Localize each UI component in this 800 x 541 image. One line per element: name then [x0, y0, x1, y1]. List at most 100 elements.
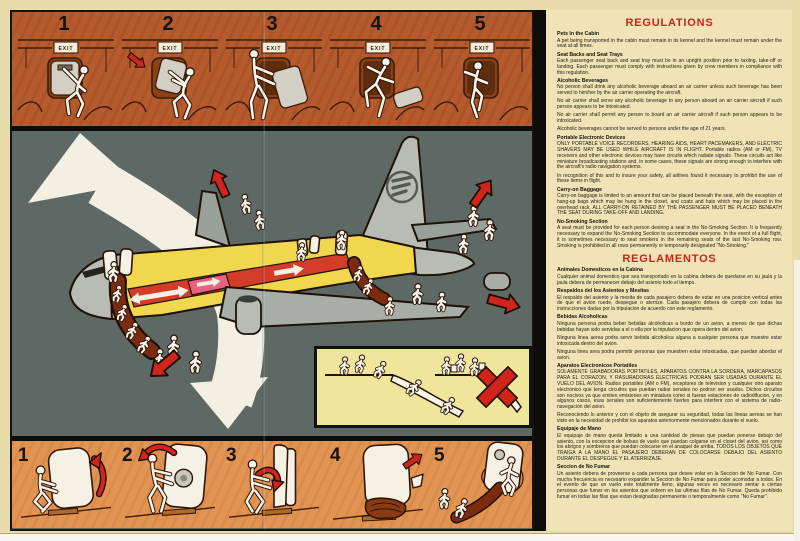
regulations-section-heading: Seat Backs and Seat Trays — [557, 51, 623, 58]
regulations-paragraph: Alcoholic beverages cannot be served to … — [557, 126, 726, 133]
reglamentos-section-heading: Equipaje de Mano — [557, 426, 602, 433]
reglamentos-paragraph: Un asiento debera de proveerse a cada pe… — [557, 470, 782, 501]
engine-inlet — [238, 295, 258, 303]
overwing-step-3-illustration: EXIT — [225, 39, 323, 121]
prohibited-baggage-scene — [435, 352, 522, 414]
prohibited-x-icon — [475, 365, 519, 409]
door-step-1: 1 — [14, 441, 114, 527]
overwing-step-5-illustration: EXIT — [433, 39, 531, 121]
exit-sign-label: EXIT — [370, 46, 385, 52]
reglamentos-paragraph: Ninguna persona podra beber bebidas alco… — [557, 320, 782, 333]
carried-bag — [450, 364, 458, 373]
door-step-4: 4 — [326, 441, 427, 527]
reglamentos-section-heading: Respaldos del los Asientos y Mesitas — [557, 287, 650, 294]
overwing-exit-sequence: 1 EXIT 2 EXIT — [12, 12, 532, 126]
regulations-section-heading: Carry-on Baggage — [557, 186, 602, 193]
step-number: 2 — [122, 445, 133, 466]
passenger-in-doorway-figure — [499, 456, 520, 497]
regulations-paragraph: A pet being transported in the cabin mus… — [557, 37, 782, 50]
reglamentos-paragraph: Ninguna linea aerea podra servir bebida … — [557, 334, 782, 347]
passenger-climbing-out-figure — [462, 61, 490, 120]
regulations-paragraph: No air carrier shall serve any alcoholic… — [557, 98, 782, 111]
reglamentos-section-heading: Aparatos Electronicos Portatiles — [557, 362, 638, 369]
overwing-step-4-illustration: EXIT — [329, 39, 427, 121]
overwing-step-2: 2 EXIT — [118, 13, 219, 124]
overwing-step-4: 4 EXIT — [326, 13, 427, 124]
illustration-panel: 1 EXIT 2 EXIT — [10, 10, 534, 531]
exit-sign-label: EXIT — [162, 46, 177, 52]
reglamentos-section-heading: Animales Domesticos en la Cabina — [557, 267, 643, 274]
reglamentos-paragraph: Ninguna linea area podra permitir person… — [557, 348, 782, 361]
pulling-hand — [410, 473, 424, 489]
seated-passenger-figure — [61, 65, 89, 119]
door-step-3-illustration — [228, 444, 320, 518]
overwing-step-1: 1 EXIT — [14, 13, 115, 124]
step-number: 4 — [330, 445, 341, 466]
reglamentos-section-heading: Seccion de No Fumar — [557, 464, 611, 471]
step-number: 4 — [370, 13, 382, 35]
door-step-2: 2 — [118, 441, 218, 527]
slide-usage-illustration — [325, 352, 522, 418]
reglamentos-paragraph: SOLAMENTE GRABADORAS PORTATILES, APARATO… — [557, 369, 782, 411]
regulations-section-heading: Pets In the Cabin — [557, 31, 600, 37]
regulations-section-heading: No-Smoking Section — [557, 218, 608, 225]
tail-logo-icon — [385, 170, 419, 204]
door-window — [494, 449, 506, 461]
step-number: 1 — [58, 13, 70, 35]
engine — [483, 272, 511, 291]
regulations-paragraph: ONLY PORTABLE VOICE RECORDERS, HEARING A… — [557, 141, 782, 171]
aircraft-evacuation-illustration — [28, 133, 524, 429]
front-door-leaf — [118, 248, 134, 276]
regulations-paragraph: A seat must be provided for each person … — [557, 225, 782, 249]
regulations-paragraph: Each passenger seat back and seat tray m… — [557, 58, 782, 76]
regulations-paragraph: Carry-on baggage is limited to an amount… — [557, 193, 782, 217]
regulations-paragraph: No person shall drink any alcoholic beve… — [557, 84, 782, 97]
regulations-title: REGULATIONS — [625, 17, 714, 29]
helper-figure — [440, 489, 448, 508]
door-step-4-illustration — [332, 443, 427, 522]
reglamentos-section-heading: Bebidas Alcoholicas — [557, 314, 608, 321]
regulations-paragraph: In recognition of this and to insure you… — [557, 172, 782, 185]
step-number: 5 — [474, 13, 486, 35]
panel-separator — [534, 10, 546, 531]
reglamentos-title: REGLAMENTOS — [622, 253, 717, 266]
door-step-2-illustration — [124, 443, 216, 518]
card-right-edge — [794, 260, 800, 541]
overwing-step-2-illustration: EXIT — [121, 39, 219, 121]
slide-pack — [364, 497, 407, 520]
tail-cone — [404, 245, 476, 277]
step-number: 2 — [162, 13, 174, 35]
reglamentos-paragraph: El respaldo del asiento y la mesita de c… — [557, 294, 782, 313]
regulations-section-heading: Alcoholic Beverages — [557, 77, 609, 84]
exit-sign-label: EXIT — [266, 46, 281, 52]
right-wing — [218, 285, 470, 329]
red-arrow-icon — [464, 174, 500, 212]
rear-escape-slide — [347, 256, 391, 306]
reglamentos-paragraph: Cualquier animal domestico que sea trans… — [557, 273, 782, 286]
step-number: 3 — [266, 13, 278, 35]
exit-sign-label: EXIT — [58, 46, 73, 52]
crew-member-figure — [32, 465, 59, 514]
overwing-step-3: 3 EXIT — [222, 13, 323, 124]
reglamentos-paragraph: El equipaje de mano queda limitado a una… — [557, 432, 782, 463]
door-step-3: 3 — [222, 441, 322, 527]
red-arrow-icon — [124, 49, 150, 73]
slide-usage-inset — [314, 346, 532, 428]
band-divider — [12, 436, 532, 441]
regulations-paragraph: No air carrier shall permit any person t… — [557, 112, 782, 125]
step-number: 3 — [226, 445, 237, 466]
band-divider — [12, 126, 532, 131]
exit-sign-label: EXIT — [474, 46, 489, 52]
regulations-section-heading: Portable Electronic Devices — [557, 134, 626, 141]
correct-slide-use-scene — [325, 352, 465, 418]
door-slide-sequence: 1 2 — [12, 441, 532, 528]
crew-member-figure — [147, 453, 175, 514]
door-step-5-illustration — [430, 441, 524, 524]
passenger-stepping-through-figure — [363, 57, 396, 119]
passenger-pulling-hatch-figure — [167, 67, 195, 121]
crew-member-figure — [244, 459, 273, 515]
card-bottom-edge — [0, 533, 800, 541]
